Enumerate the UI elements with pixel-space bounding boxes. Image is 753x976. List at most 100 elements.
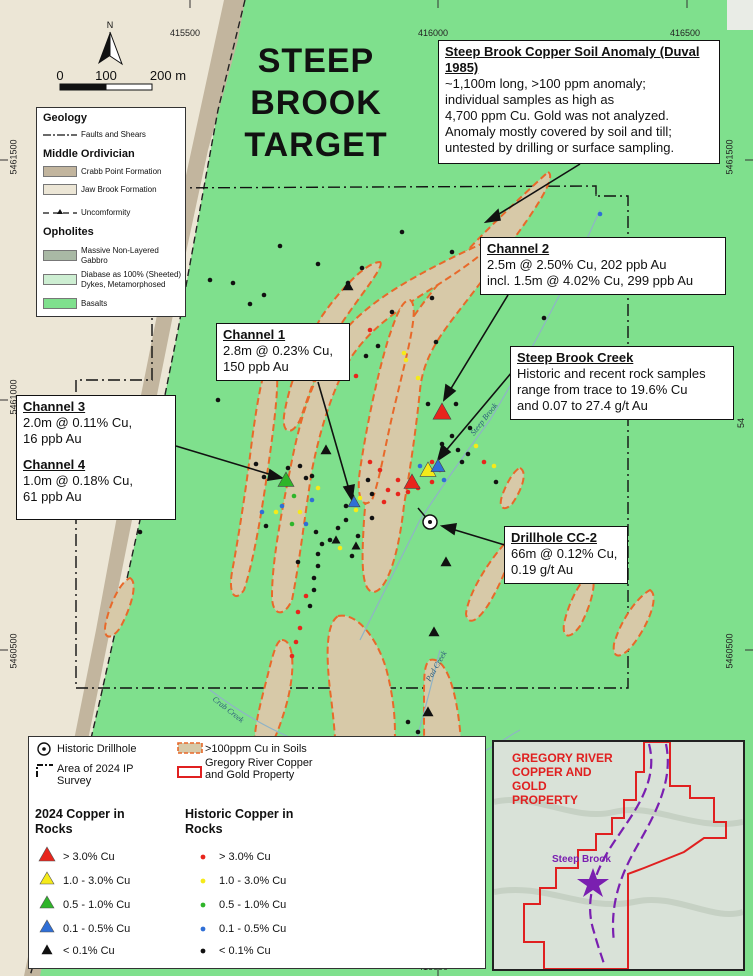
historic-sample-dot — [215, 397, 221, 403]
historic-sample-dot — [289, 521, 295, 527]
historic-sample-dot — [369, 515, 375, 521]
legend-2024-c2: 1.0 - 3.0% Cu — [63, 875, 131, 887]
sample-2024-triangle — [351, 541, 361, 550]
leader-channel2 — [443, 294, 509, 401]
historic-sample-dot — [343, 517, 349, 523]
historic-sample-dot — [315, 485, 321, 491]
inset-target-label: Steep Brook — [552, 854, 611, 865]
historic-sample-dot — [297, 625, 303, 631]
historic-sample-dot — [261, 474, 267, 480]
soil-anomaly-far-west — [104, 576, 135, 638]
historic-sample-dot — [467, 425, 473, 431]
leader-channel34 — [175, 445, 283, 479]
soil-anomaly-northwest — [282, 260, 382, 432]
scale-bar-seg-2 — [105, 83, 153, 91]
historic-sample-dot — [335, 525, 341, 531]
grid-label-left-5461500: 5461500 — [8, 139, 19, 175]
callout-soil-anomaly-l3: 4,700 ppm Cu. Gold was not analyzed. — [445, 108, 670, 123]
historic-sample-dot — [303, 593, 309, 599]
callout-channel-2-title: Channel 2 — [487, 241, 550, 256]
historic-sample-dot — [311, 587, 317, 593]
soil-anomaly-east-3 — [562, 572, 595, 637]
historic-sample-dot — [369, 491, 375, 497]
sample-2024-triangle — [403, 473, 421, 489]
historic-sample-dot — [425, 401, 431, 407]
historic-sample-dot — [207, 277, 213, 283]
historic-sample-dot — [377, 467, 383, 473]
historic-sample-dot — [295, 609, 301, 615]
historic-sample-dot — [481, 459, 487, 465]
historic-sample-dot — [395, 477, 401, 483]
callout-channel-3-4: Channel 3 2.0m @ 0.11% Cu, 16 ppb Au Cha… — [16, 395, 176, 520]
scale-bar — [59, 83, 153, 91]
callout-channel-3-l2: 16 ppb Au — [23, 431, 82, 446]
legend-property-symbol — [177, 766, 202, 778]
inset-property-label-l2: COPPER AND — [512, 765, 592, 779]
historic-sample-dot — [429, 295, 435, 301]
callout-drillhole-cc2: Drillhole CC-2 66m @ 0.12% Cu, 0.19 g/t … — [504, 526, 628, 584]
legend-soils-swatch — [177, 742, 203, 754]
legend-hist-1to3-dot — [200, 878, 206, 884]
callout-soil-anomaly-l2: individual samples as high as — [445, 92, 615, 107]
legend-ophiolites: Opholites — [43, 226, 94, 238]
legend-hist-c1: > 3.0% Cu — [219, 851, 271, 863]
legend-soils-symbol — [177, 742, 203, 754]
soil-anomaly-southwest — [253, 638, 294, 757]
grid-label-top-416500: 416500 — [670, 28, 701, 38]
title-line-2: BROOK — [250, 84, 382, 122]
leader-channel2-head — [442, 383, 457, 402]
historic-sample-dot — [399, 229, 405, 235]
historic-sample-dot — [303, 475, 309, 481]
drillhole-cc2 — [417, 507, 438, 530]
legend-2024-1to3-triangle — [39, 871, 55, 885]
historic-sample-dot — [353, 507, 359, 513]
callout-soil-anomaly-l5: untested by drilling or surface sampling… — [445, 140, 675, 155]
historic-sample-dot — [349, 553, 355, 559]
inset-terrain-1 — [494, 796, 743, 828]
leader-channel34-head — [266, 468, 285, 481]
north-arrow-right — [109, 31, 124, 66]
historic-sample-dot — [291, 493, 297, 499]
grid-label-top-415500: 415500 — [170, 28, 201, 38]
historic-sample-dot — [415, 729, 421, 735]
historic-sample-dot — [303, 521, 309, 527]
legend-hist-grt3-dot — [200, 854, 206, 860]
callout-creek-l3: and 0.07 to 27.4 g/t Au — [517, 398, 648, 413]
historic-sample-dot — [449, 249, 455, 255]
historic-sample-dot — [279, 503, 285, 509]
legend-faults: Faults and Shears — [81, 130, 146, 139]
callout-drillhole-l1: 66m @ 0.12% Cu, — [511, 546, 618, 561]
soil-anomaly-east-2 — [612, 588, 655, 657]
historic-sample-dot — [357, 495, 363, 501]
historic-sample-dot — [367, 459, 373, 465]
legend-hist-01to05-dot — [200, 926, 206, 932]
legend-unconformity: Uncomformity — [81, 208, 131, 217]
historic-sample-dot — [319, 541, 325, 547]
historic-sample-dot — [417, 463, 423, 469]
swatch-diabase — [43, 274, 77, 285]
legend-gabbro: Massive Non-Layered Gabbro — [81, 246, 159, 265]
grid-label-top-416000: 416000 — [418, 28, 449, 38]
map-edge-top-right — [727, 0, 753, 30]
historic-sample-dot — [465, 451, 471, 457]
legend-hist-c2: 1.0 - 3.0% Cu — [219, 875, 287, 887]
inset-target-star — [577, 868, 609, 897]
callout-channel-1: Channel 1 2.8m @ 0.23% Cu, 150 ppb Au — [216, 323, 350, 381]
historic-sample-dot — [230, 280, 236, 286]
inset-svg: GREGORY RIVER COPPER AND GOLD PROPERTY S… — [494, 742, 743, 969]
historic-sample-dot — [313, 529, 319, 535]
historic-sample-dot — [359, 265, 365, 271]
historic-sample-dot — [137, 529, 143, 535]
historic-sample-dot — [455, 447, 461, 453]
legend-2024-symbols — [38, 846, 56, 955]
sample-2024-triangle — [428, 626, 440, 637]
historic-sample-dot — [273, 509, 279, 515]
callout-creek-l1: Historic and recent rock samples — [517, 366, 706, 381]
callout-channel-3-l1: 2.0m @ 0.11% Cu, — [23, 415, 133, 430]
inset-terrain-2 — [494, 886, 743, 918]
leader-creek-head — [436, 443, 452, 462]
legend-2024-lt01-triangle — [41, 944, 53, 955]
historic-sample-dot — [491, 463, 497, 469]
historic-sample-dot — [405, 719, 411, 725]
